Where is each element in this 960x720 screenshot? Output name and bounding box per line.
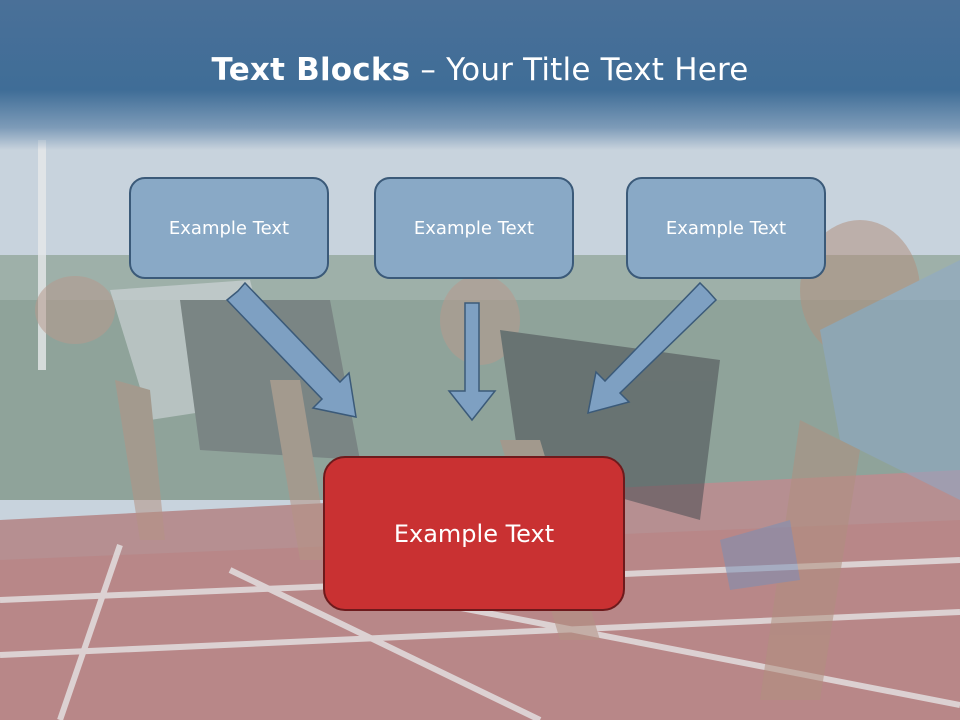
text-block-3-label: Example Text — [665, 217, 787, 239]
arrow-middle — [447, 302, 497, 422]
text-block-3: Example Text — [626, 177, 826, 279]
arrow-left — [225, 281, 357, 418]
main-text-block-label: Example Text — [393, 519, 555, 548]
arrow-right — [587, 281, 718, 415]
text-block-2: Example Text — [374, 177, 574, 279]
main-text-block: Example Text — [323, 456, 625, 611]
text-block-1: Example Text — [129, 177, 329, 279]
title-dash: – — [410, 52, 447, 88]
title-bold: Text Blocks — [211, 52, 411, 88]
text-block-2-label: Example Text — [413, 217, 535, 239]
title-bar — [0, 0, 960, 150]
slide-title: Text Blocks – Your Title Text Here — [0, 52, 960, 88]
title-rest: Your Title Text Here — [446, 52, 749, 88]
text-block-1-label: Example Text — [168, 217, 290, 239]
